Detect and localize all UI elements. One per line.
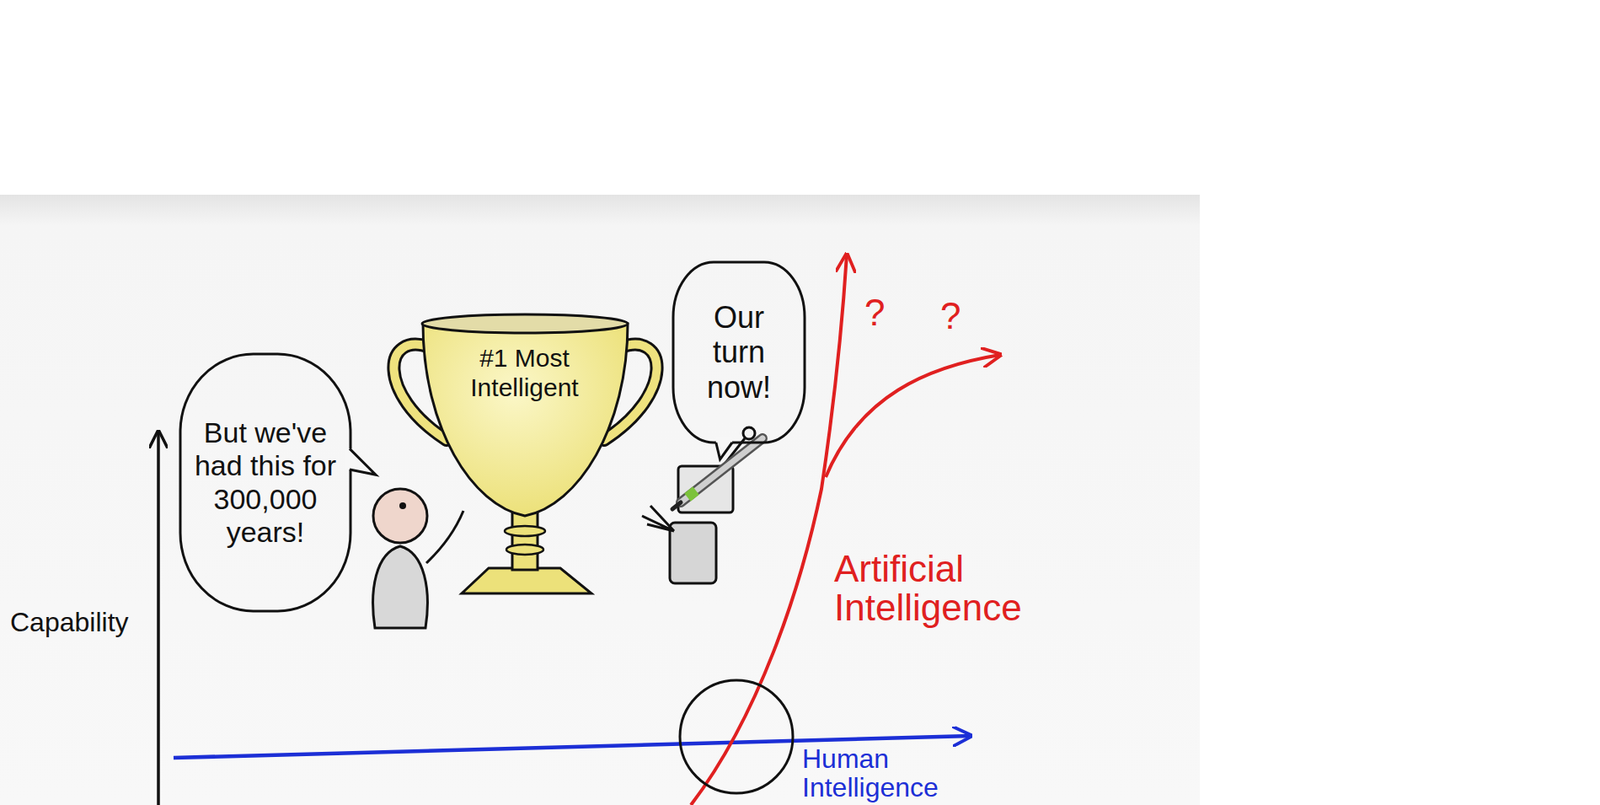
ai-branch-curve: [825, 354, 1001, 477]
label-anchor: Capability: [10, 608, 154, 637]
axis-label: Capability: [10, 608, 154, 637]
line-label: Human Intelligence: [802, 744, 980, 802]
label-anchor: Artificial Intelligence: [834, 549, 1062, 627]
pen: [672, 438, 763, 509]
crossing-circle: [679, 679, 793, 793]
question-mark: ?: [940, 296, 974, 336]
label-anchor: ?: [940, 296, 974, 336]
robot-figure: [642, 427, 755, 584]
speech-bubble: But we've had this for 300,000 years!: [178, 352, 353, 613]
y-axis: [156, 431, 161, 805]
speech-bubble: Our turn now!: [671, 260, 807, 445]
trophy: #1 Most Intelligent: [379, 313, 670, 600]
curve-label: Artificial Intelligence: [834, 549, 1062, 627]
question-mark: ?: [864, 293, 899, 332]
human-figure: [373, 488, 464, 628]
node-text: But we've had this for 300,000 years!: [192, 416, 338, 548]
node-text: #1 Most Intelligent: [444, 343, 605, 402]
label-anchor: ?: [864, 293, 899, 332]
node-text: Our turn now!: [692, 299, 786, 405]
label-anchor: Human Intelligence: [802, 744, 980, 802]
